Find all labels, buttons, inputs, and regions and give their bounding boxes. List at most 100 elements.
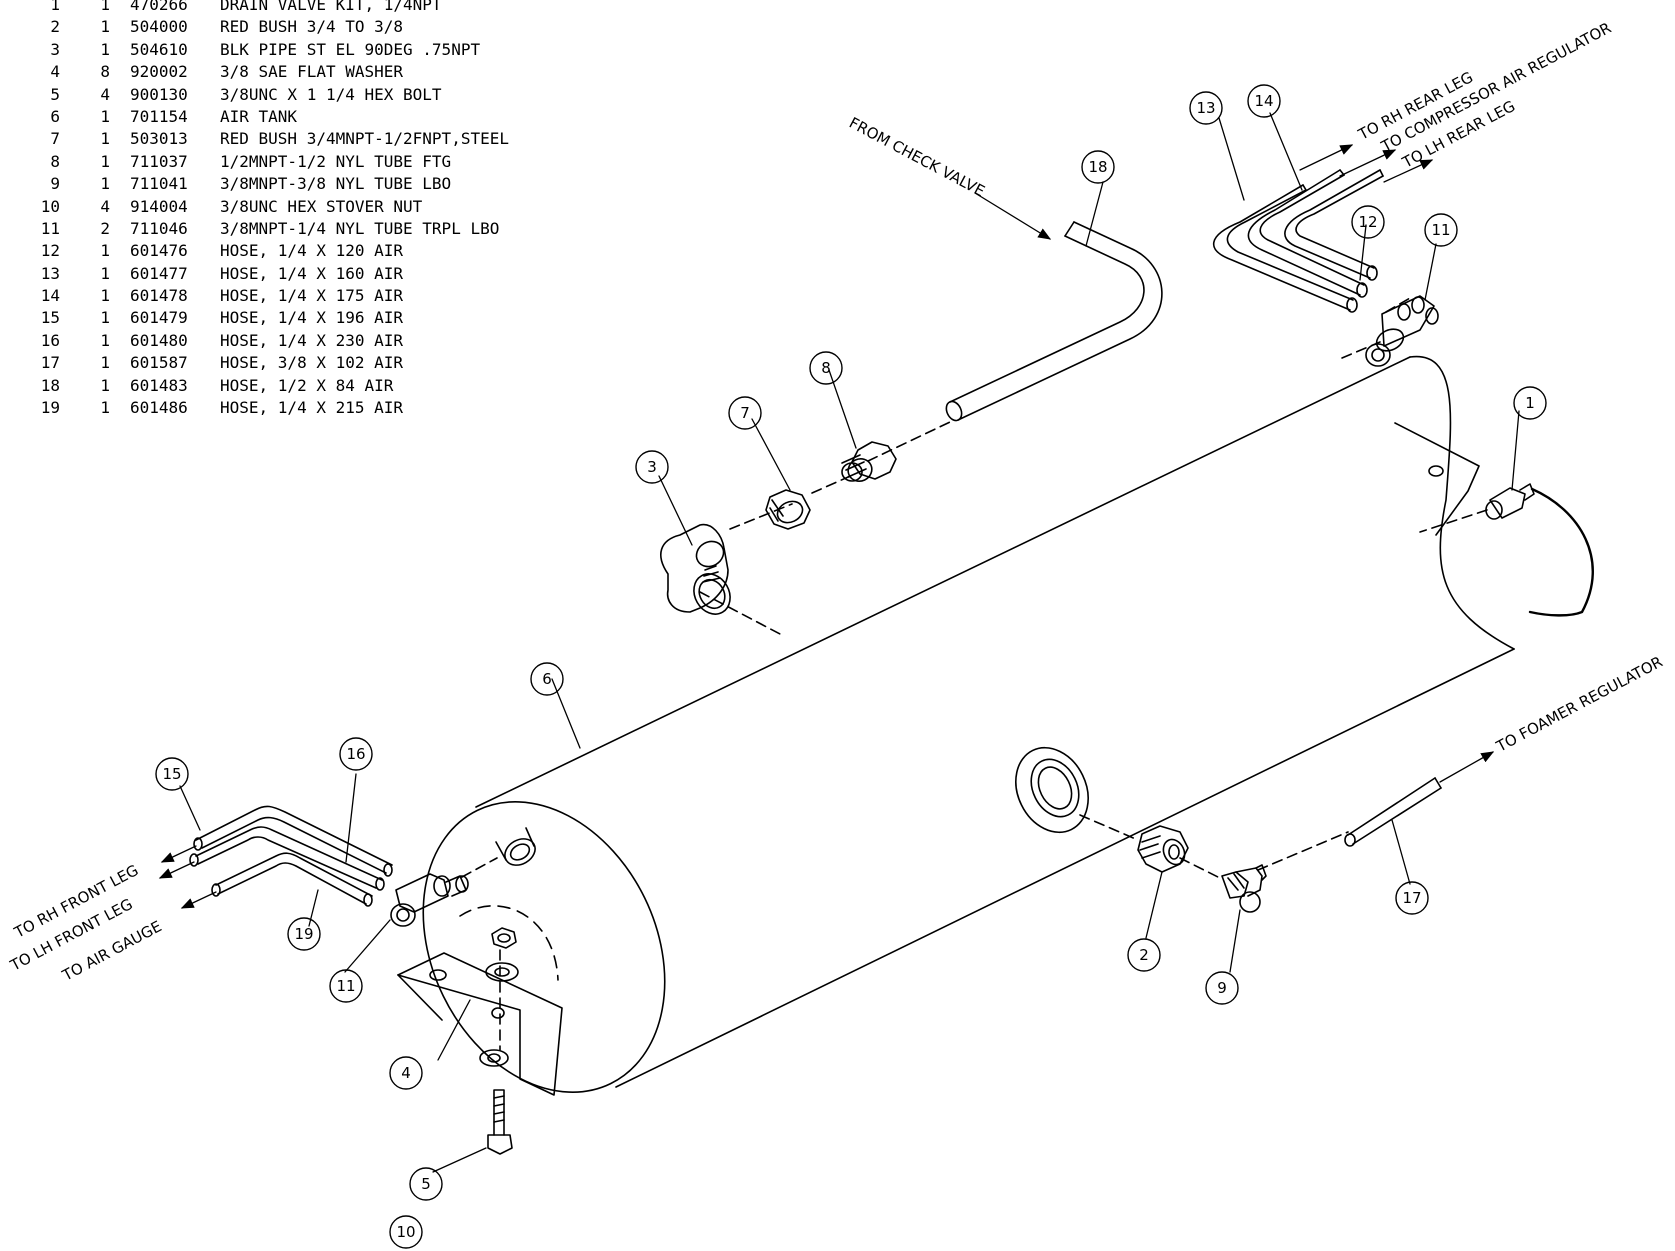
rear-hose-bundle: [1212, 169, 1384, 313]
balloon-13: 13: [1196, 99, 1215, 117]
street-elbow: [660, 523, 731, 615]
parts-description: HOSE, 1/4 X 160 AIR: [220, 263, 404, 283]
parts-item-number: 13: [40, 263, 60, 283]
balloon-5-circle: [409, 1167, 443, 1201]
tube-fitting-8: [841, 441, 897, 482]
parts-quantity: 2: [100, 218, 110, 238]
parts-description: HOSE, 1/2 X 84 AIR: [220, 375, 394, 395]
balloon-18-circle: [1081, 150, 1115, 184]
balloon-11a: 11: [336, 977, 355, 995]
balloon-13-circle: [1189, 91, 1223, 125]
parts-description: HOSE, 1/4 X 196 AIR: [220, 308, 404, 328]
parts-number: 711041: [130, 174, 188, 194]
balloon-numbers: 1 2 3 4 5 6 7 8 9 10 11 11 12 13 14 15 1…: [162, 92, 1534, 1241]
parts-item-number: 1: [50, 0, 60, 14]
balloon-7: 7: [740, 404, 750, 422]
balloon-11b-circle: [1424, 213, 1458, 247]
balloon-11b: 11: [1431, 221, 1450, 239]
parts-description: 3/8UNC X 1 1/4 HEX BOLT: [220, 84, 442, 104]
balloons: [155, 84, 1547, 1249]
parts-description: RED BUSH 3/4 TO 3/8: [220, 17, 404, 37]
balloon-8-circle: [809, 351, 843, 385]
bushing-7: [765, 489, 811, 530]
balloon-3-circle: [635, 450, 669, 484]
parts-quantity: 1: [100, 241, 110, 261]
balloon-16-circle: [339, 737, 373, 771]
balloon-12-circle: [1351, 205, 1385, 239]
parts-description: 3/8MNPT-1/4 NYL TUBE TRPL LBO: [220, 218, 500, 238]
balloon-12: 12: [1358, 213, 1377, 231]
parts-item-number: 4: [50, 62, 60, 82]
balloon-15: 15: [162, 765, 181, 783]
parts-description: HOSE, 1/4 X 175 AIR: [220, 286, 404, 306]
parts-number: 503013: [130, 129, 188, 149]
parts-description: DRAIN VALVE KIT, 1/4NPT: [220, 0, 442, 14]
flow-annotations: FROM CHECK VALVE TO RH REAR LEG TO COMPR…: [7, 19, 1666, 985]
to-foamer-regulator-label: TO FOAMER REGULATOR: [1493, 653, 1666, 756]
balloon-4: 4: [401, 1064, 411, 1082]
parts-item-number: 11: [40, 218, 60, 238]
triple-fitting-front: [390, 873, 469, 927]
parts-number: 504000: [130, 17, 188, 37]
parts-description: 1/2MNPT-1/2 NYL TUBE FTG: [220, 151, 452, 171]
balloon-6: 6: [542, 670, 552, 688]
parts-quantity: 4: [100, 84, 110, 104]
balloon-6-circle: [530, 662, 564, 696]
parts-number: 601479: [130, 308, 188, 328]
parts-number: 701154: [130, 106, 188, 126]
parts-quantity: 1: [100, 330, 110, 350]
parts-item-number: 3: [50, 39, 60, 59]
parts-quantity: 1: [100, 263, 110, 283]
elbow-fitting-9: [1221, 864, 1267, 913]
parts-number: 900130: [130, 84, 188, 104]
parts-list-row: 13 1 601477 HOSE, 1/4 X 160 AIR: [8, 263, 509, 285]
balloon-9-circle: [1205, 971, 1239, 1005]
balloon-2: 2: [1139, 946, 1149, 964]
parts-quantity: 1: [100, 129, 110, 149]
bracket-hardware: [479, 927, 519, 1155]
parts-description: AIR TANK: [220, 106, 298, 126]
balloon-17: 17: [1402, 889, 1421, 907]
parts-number: 601477: [130, 263, 188, 283]
parts-list-row: 15 1 601479 HOSE, 1/4 X 196 AIR: [8, 307, 509, 329]
parts-number: 601478: [130, 286, 188, 306]
parts-item-number: 12: [40, 241, 60, 261]
parts-number: 601486: [130, 398, 188, 418]
parts-description: HOSE, 1/4 X 215 AIR: [220, 398, 404, 418]
parts-description: BLK PIPE ST EL 90DEG .75NPT: [220, 39, 481, 59]
parts-item-number: 17: [40, 353, 60, 373]
balloon-19-circle: [287, 917, 321, 951]
parts-quantity: 8: [100, 62, 110, 82]
parts-number: 711037: [130, 151, 188, 171]
parts-item-number: 9: [50, 174, 60, 194]
parts-item-number: 15: [40, 308, 60, 328]
parts-item-number: 16: [40, 330, 60, 350]
balloon-1: 1: [1525, 394, 1535, 412]
balloon-18: 18: [1088, 158, 1107, 176]
parts-item-number: 2: [50, 17, 60, 37]
parts-quantity: 1: [100, 308, 110, 328]
triple-fitting-rear: [1365, 295, 1439, 367]
parts-item-number: 19: [40, 398, 60, 418]
parts-item-number: 8: [50, 151, 60, 171]
parts-quantity: 1: [100, 174, 110, 194]
parts-quantity: 4: [100, 196, 110, 216]
balloon-14: 14: [1254, 92, 1273, 110]
balloon-8: 8: [821, 359, 831, 377]
balloon-1-circle: [1513, 386, 1547, 420]
bushing-2: [1137, 825, 1189, 873]
parts-quantity: 1: [100, 375, 110, 395]
parts-number: 504610: [130, 39, 188, 59]
flow-arrows: [158, 144, 1495, 909]
